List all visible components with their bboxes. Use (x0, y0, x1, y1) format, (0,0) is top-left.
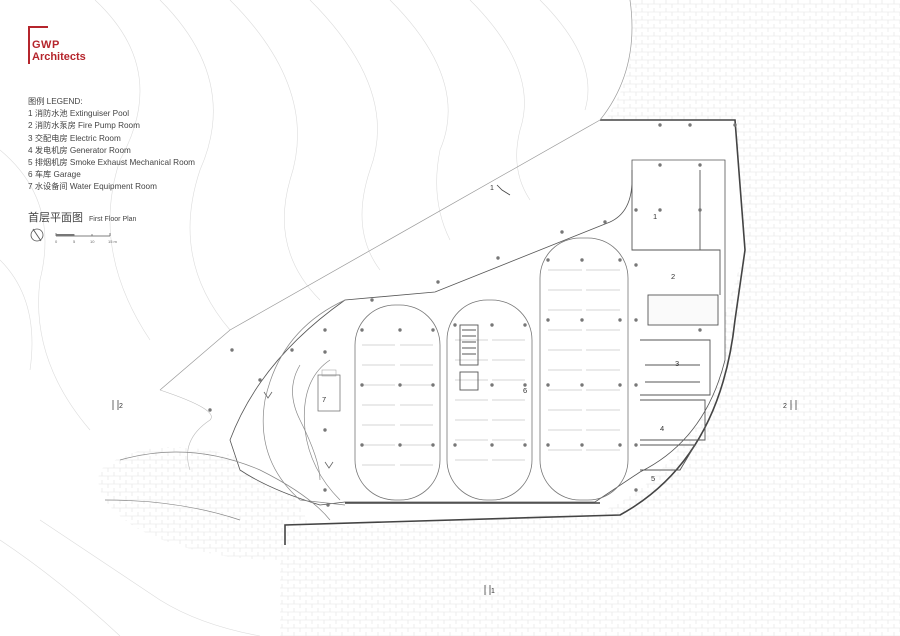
site-boundary (284, 119, 746, 545)
room-label-2: 2 (671, 272, 675, 281)
legend-item-6: 6 车库 Garage (28, 170, 81, 180)
site-edge-north (159, 0, 633, 391)
paved-area-east (280, 0, 900, 636)
plan-title-zh: 首层平面图 (28, 212, 83, 224)
plan-title: 首层平面图 First Floor Plan (28, 208, 136, 226)
gwp-logo: GWP Architects (28, 26, 90, 66)
driveway-curves (104, 299, 346, 521)
scale-label-15: 15 m (108, 239, 118, 244)
room-label-5: 5 (651, 474, 655, 483)
parking-stalls (362, 269, 620, 466)
driveway-arrows (263, 391, 334, 469)
legend-item-5: 5 排烟机房 Smoke Exhaust Mechanical Room (28, 158, 195, 168)
legend-title: 图例 LEGEND: (28, 97, 83, 106)
logo-line2: Architects (32, 51, 86, 63)
scale-label-5: 5 (73, 239, 76, 244)
legend-item-7: 7 水设备间 Water Equipment Room (28, 182, 157, 192)
legend-item-3: 3 交配电房 Electric Room (28, 133, 121, 143)
column-grid (208, 123, 737, 507)
scale-label-0: 0 (55, 239, 58, 244)
scale-bar (55, 233, 111, 237)
parking-bays (354, 237, 629, 501)
logo-line1: GWP (32, 39, 60, 51)
room-label-6: 6 (523, 386, 527, 395)
section-marker-east: 2 (783, 403, 787, 410)
room-label-3: 3 (675, 359, 679, 368)
legend-item-4: 4 发电机房 Generator Room (28, 145, 131, 155)
room-label-4: 4 (660, 424, 664, 433)
section-marker-north: 1 (490, 185, 494, 192)
water-room (317, 374, 341, 412)
stair-core (459, 324, 479, 391)
room-label-1: 1 (653, 212, 657, 221)
legend-item-2: 2 消防水泵房 Fire Pump Room (28, 121, 140, 131)
section-marker-west: 2 (119, 403, 123, 410)
contour-lines (0, 0, 589, 636)
legend-item-1: 1 消防水池 Extinguiser Pool (28, 109, 130, 119)
building-outline (229, 159, 726, 506)
room-label-7: 7 (322, 395, 326, 404)
legend: 图例 LEGEND: 1 消防水池 Extinguiser Pool 2 消防水… (28, 96, 195, 194)
equipment-rooms (631, 170, 721, 471)
plan-title-en: First Floor Plan (89, 216, 137, 223)
logo-frame (28, 26, 48, 64)
section-marker-south: 1 (491, 588, 495, 595)
section-markers-lines (112, 184, 797, 595)
north-arrow-icon (30, 228, 44, 242)
scale-label-10: 10 (90, 239, 95, 244)
